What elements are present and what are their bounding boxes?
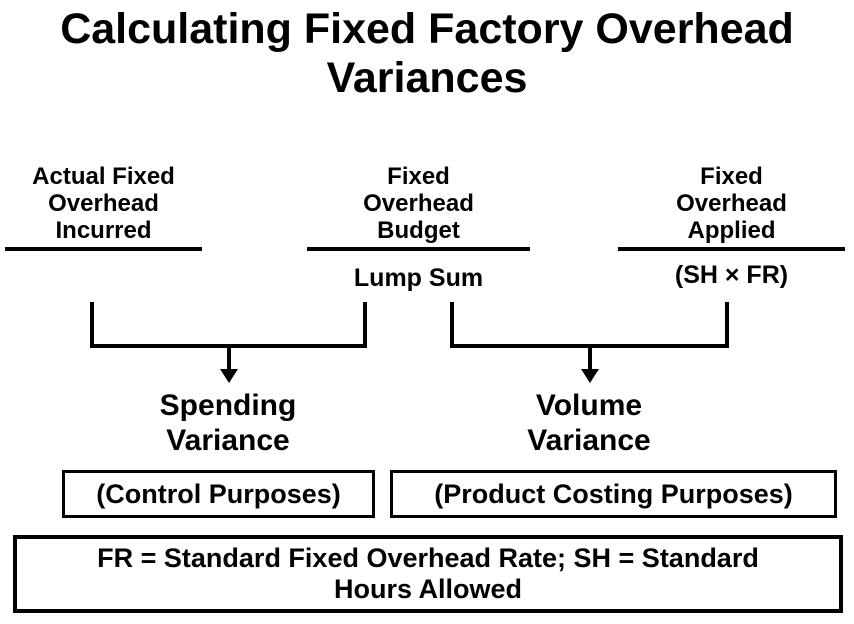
column-header-line: Overhead bbox=[48, 190, 159, 217]
column-header-line: Budget bbox=[377, 217, 460, 244]
variance-label-line: Spending bbox=[159, 389, 297, 422]
legend-box: FR = Standard Fixed Overhead Rate; SH = … bbox=[13, 535, 843, 613]
variance-label-line: Variance bbox=[166, 424, 290, 457]
column-header-line: Incurred bbox=[55, 217, 152, 244]
variance-label-line: Variance bbox=[527, 424, 651, 457]
variance-label-line: Volume bbox=[535, 389, 643, 422]
slide-title-line-1: Calculating Fixed Factory Overhead bbox=[60, 5, 794, 53]
product-costing-purposes-box: (Product Costing Purposes) bbox=[390, 470, 837, 518]
column-header-line: Actual Fixed bbox=[32, 163, 175, 190]
sh-times-fr-label: (SH × FR) bbox=[674, 261, 789, 289]
column-header-line: Fixed bbox=[387, 163, 450, 190]
column-fixed-overhead-applied: Fixed Overhead Applied bbox=[618, 163, 845, 251]
column-actual-fixed-overhead-incurred: Actual Fixed Overhead Incurred bbox=[5, 163, 202, 251]
spending-arrow-head-icon bbox=[220, 369, 238, 383]
column-header-line: Overhead bbox=[363, 190, 474, 217]
column-header-line: Applied bbox=[687, 217, 776, 244]
slide-title: Calculating Fixed Factory Overhead Varia… bbox=[0, 5, 854, 103]
lump-sum-label: Lump Sum bbox=[353, 264, 484, 292]
legend-line: FR = Standard Fixed Overhead Rate; SH = … bbox=[97, 543, 759, 573]
volume-arrow-stem bbox=[588, 348, 592, 370]
column-header-line: Fixed bbox=[700, 163, 763, 190]
slide-title-line-2: Variances bbox=[326, 54, 528, 102]
volume-bracket bbox=[450, 302, 729, 348]
spending-variance-label: Spending Variance bbox=[78, 388, 378, 458]
column-header-line: Overhead bbox=[676, 190, 787, 217]
spending-bracket bbox=[90, 302, 367, 348]
legend-line: Hours Allowed bbox=[333, 574, 522, 604]
volume-arrow-head-icon bbox=[581, 369, 599, 383]
spending-arrow-stem bbox=[227, 348, 231, 370]
control-purposes-box: (Control Purposes) bbox=[62, 470, 375, 518]
volume-variance-label: Volume Variance bbox=[439, 388, 739, 458]
column-fixed-overhead-budget: Fixed Overhead Budget bbox=[307, 163, 530, 251]
